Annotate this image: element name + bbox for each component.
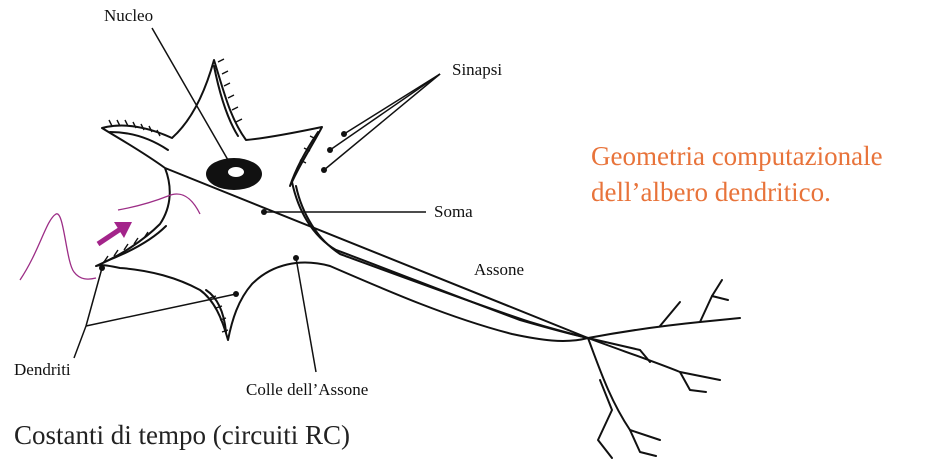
label-colle: Colle dell’Assone (246, 380, 368, 400)
neuron-outline (96, 60, 588, 341)
label-dendriti: Dendriti (14, 360, 71, 380)
geometry-caption-line2: dell’albero dendritico. (591, 174, 883, 210)
nucleo-pointer (152, 28, 228, 160)
potential-sketch-left (20, 214, 96, 280)
label-nucleo: Nucleo (104, 6, 153, 26)
signal-arrow (98, 222, 132, 244)
geometry-caption: Geometria computazionale dell’albero den… (591, 138, 883, 210)
potential-sketch-top (118, 194, 200, 214)
label-assone: Assone (474, 260, 524, 280)
geometry-caption-line1: Geometria computazionale (591, 138, 883, 174)
colle-pointer (296, 258, 316, 372)
time-constants-caption: Costanti di tempo (circuiti RC) (14, 420, 350, 451)
dendriti-pointer (86, 268, 102, 326)
label-sinapsi: Sinapsi (452, 60, 502, 80)
label-soma: Soma (434, 202, 473, 222)
